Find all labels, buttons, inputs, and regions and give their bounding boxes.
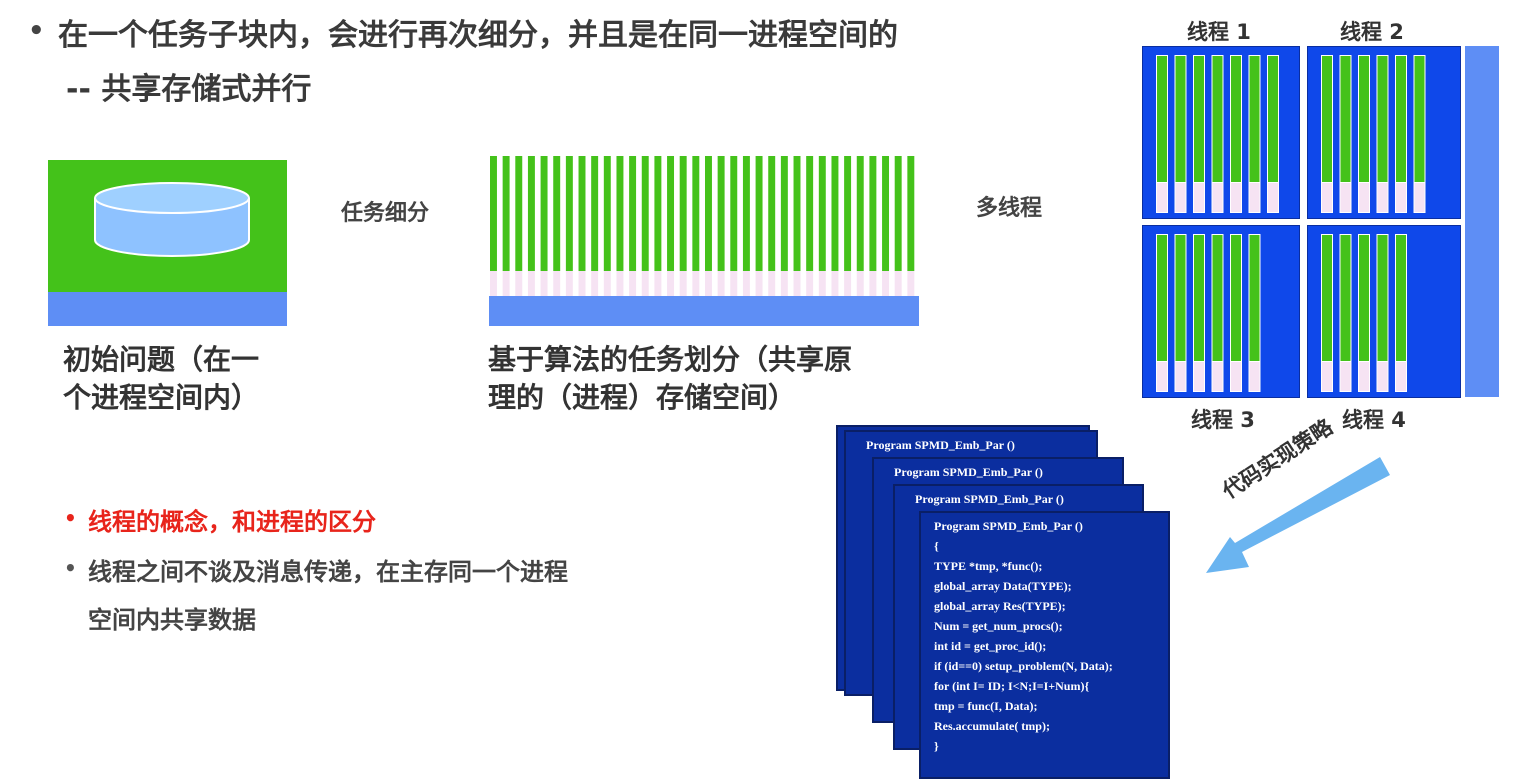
- cylinder-icon: [94, 182, 250, 257]
- code-card-front: Program SPMD_Emb_Par () { TYPE *tmp, *fu…: [919, 511, 1170, 779]
- shared-memory-bar: [1465, 46, 1499, 397]
- code-line: Program SPMD_Emb_Par (): [934, 519, 1083, 533]
- thread-box-1: [1142, 46, 1300, 219]
- slide-title-line2: -- 共享存储式并行: [66, 72, 312, 107]
- thread-label-2: 线程 2: [1340, 20, 1404, 44]
- code-line: Num = get_num_procs();: [934, 619, 1063, 633]
- note-bullet-2: •: [64, 556, 77, 580]
- thread-label-1: 线程 1: [1187, 20, 1251, 44]
- subdivide-label: 任务细分: [341, 201, 430, 226]
- code-line: }: [934, 739, 939, 753]
- initial-problem-figure: [48, 160, 287, 326]
- partition-figure: [489, 156, 919, 326]
- thread-label-4: 线程 4: [1342, 408, 1406, 432]
- thread-box-4: [1307, 225, 1461, 398]
- code-line: TYPE *tmp, *func();: [934, 559, 1043, 573]
- thread-box-3: [1142, 225, 1300, 398]
- note-shared-data-line2: 空间内共享数据: [88, 606, 256, 634]
- code-line: for (int I= ID; I<N;I=I+Num){: [934, 679, 1090, 693]
- code-line: tmp = func(I, Data);: [934, 699, 1038, 713]
- slide-title-line1: 在一个任务子块内，会进行再次细分，并且是在同一进程空间的: [58, 18, 898, 53]
- caption-partition-line2: 理的（进程）存储空间）: [488, 381, 797, 414]
- thread-label-3: 线程 3: [1191, 408, 1255, 432]
- code-line: {: [934, 539, 939, 553]
- caption-initial-line1: 初始问题（在一: [63, 343, 260, 376]
- code-line: if (id==0) setup_problem(N, Data);: [934, 659, 1113, 673]
- note-shared-data-line1: 线程之间不谈及消息传递，在主存同一个进程: [88, 558, 568, 586]
- code-line: Res.accumulate( tmp);: [934, 719, 1050, 733]
- caption-partition-line1: 基于算法的任务划分（共享原: [488, 343, 853, 376]
- thread-box-2: [1307, 46, 1461, 219]
- partition-stripes: [489, 156, 919, 326]
- code-line: global_array Data(TYPE);: [934, 579, 1072, 593]
- note-thread-concept: 线程的概念，和进程的区分: [88, 508, 376, 536]
- code-line: global_array Res(TYPE);: [934, 599, 1066, 613]
- code-strategy-arrow: [1206, 457, 1390, 573]
- multithread-label: 多线程: [976, 196, 1043, 221]
- note-bullet-1: •: [64, 506, 77, 530]
- title-bullet: •: [28, 16, 45, 46]
- code-line: int id = get_proc_id();: [934, 639, 1047, 653]
- caption-initial-line2: 个进程空间内）: [63, 381, 260, 414]
